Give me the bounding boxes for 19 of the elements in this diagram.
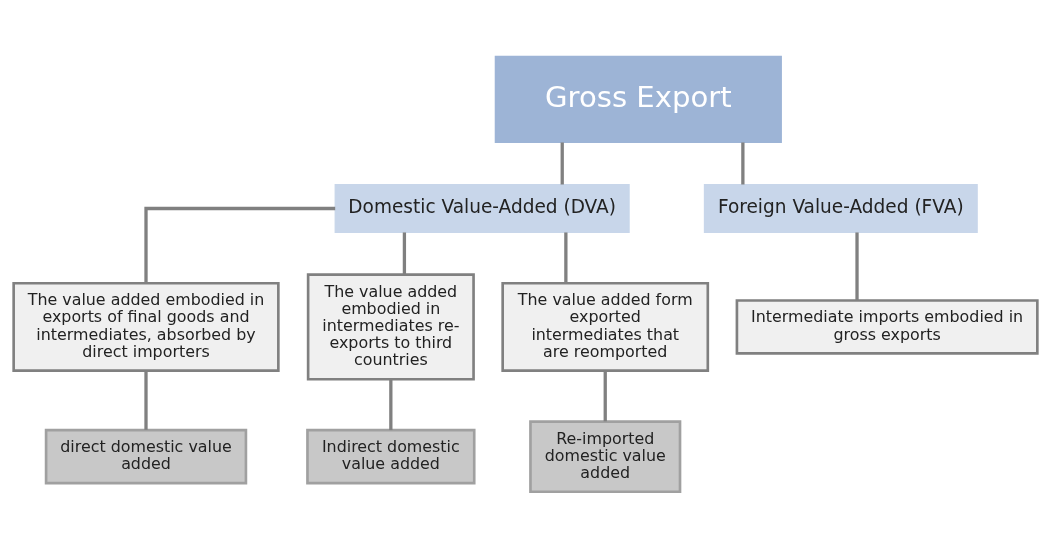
connector	[144, 206, 336, 284]
connector	[402, 232, 407, 275]
connector	[603, 370, 607, 422]
connector	[389, 379, 393, 431]
node-box: Foreign Value-Added (FVA)	[703, 184, 978, 233]
node-box: Domestic Value-Added (DVA)	[334, 184, 630, 233]
node-box: The value added form exported intermediates that are reomported	[501, 281, 710, 372]
node-box: Re-imported domestic value added	[529, 420, 682, 494]
node-box: Gross Export	[494, 55, 782, 143]
connector	[560, 142, 564, 185]
node-box: direct domestic value added	[44, 428, 248, 485]
connector	[855, 232, 859, 301]
connector	[741, 142, 745, 185]
connector	[564, 232, 568, 283]
node-box: Indirect domestic value added	[306, 428, 476, 485]
node-box: Intermediate imports embodied in gross exports	[735, 299, 1039, 355]
connector	[144, 370, 148, 430]
node-box: The value added embodied in intermediates re-exports to third countries	[306, 273, 475, 381]
node-box: The value added embodied in exports of final goods and intermediates, absorbed by direct importers	[12, 281, 280, 372]
